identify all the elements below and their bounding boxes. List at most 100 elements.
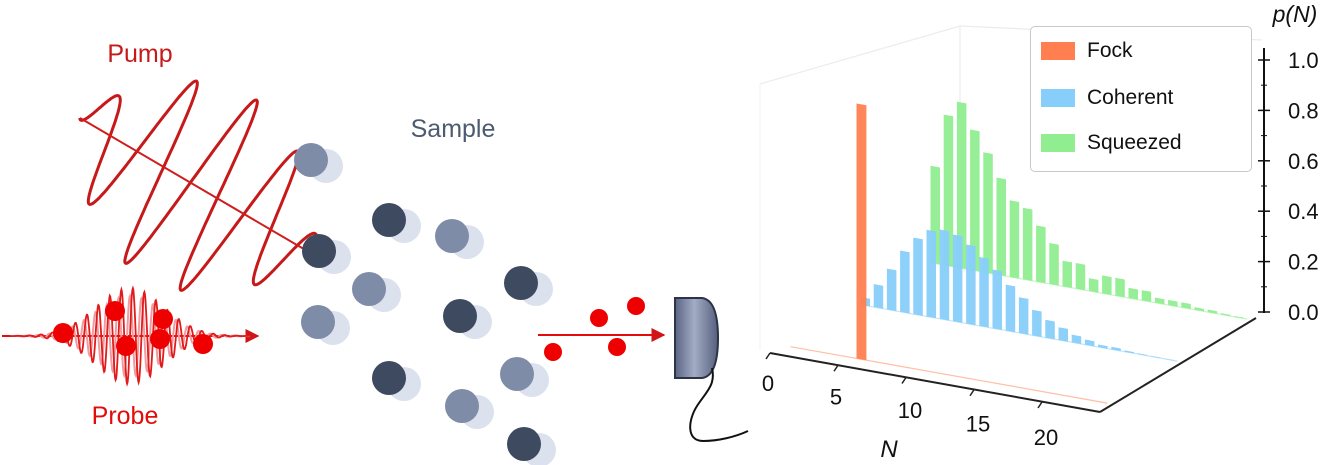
legend-swatch-squeezed: [1041, 134, 1075, 152]
x-tick-label: 20: [1034, 425, 1058, 450]
photon: [53, 323, 73, 343]
photon: [544, 343, 562, 361]
legend-swatch-coherent: [1041, 89, 1075, 107]
bar-coherent: [1124, 350, 1135, 354]
bar-squeezed: [996, 177, 1007, 277]
probe-group: Probe: [2, 285, 260, 430]
photon: [590, 309, 608, 327]
atom: [372, 361, 406, 395]
bar-squeezed: [1049, 243, 1059, 286]
x-axis-ticks: 0 5 10 15 20: [762, 352, 1058, 450]
x-tick: [901, 377, 907, 384]
bar-squeezed: [1141, 290, 1152, 302]
detector-cable: [689, 367, 749, 443]
probe-label: Probe: [92, 402, 159, 430]
photon: [153, 309, 173, 329]
bar-squeezed: [1128, 287, 1139, 300]
atom: [500, 357, 534, 391]
series-baseline: [790, 346, 1108, 404]
pump-wave: [78, 79, 327, 292]
y-tick-label: 0.8: [1288, 98, 1319, 123]
bar-coherent: [886, 268, 897, 312]
bar-squeezed: [1154, 297, 1165, 305]
bar-coherent: [900, 250, 910, 314]
bar-squeezed: [1062, 260, 1073, 288]
bar-coherent: [1071, 334, 1082, 344]
bar-coherent: [1005, 284, 1016, 333]
bar-coherent: [992, 269, 1003, 330]
y-tick-label: 0.2: [1288, 250, 1319, 275]
pump-group: Pump: [78, 40, 328, 292]
probe-photons: [53, 301, 213, 356]
x-tick: [1037, 401, 1043, 409]
chart-floor-axes: [769, 317, 1257, 413]
pump-arrow: [79, 117, 328, 263]
legend-item-coherent: Coherent: [1041, 84, 1173, 112]
atom: [435, 219, 469, 253]
bar-squeezed: [1022, 207, 1033, 281]
atom: [352, 272, 386, 306]
photon: [116, 336, 136, 356]
bar-squeezed: [943, 114, 954, 267]
y-tick-label: 1.0: [1288, 48, 1319, 73]
y-tick-label: 0.4: [1288, 199, 1319, 224]
y-axis: 0.0 0.2 0.4 0.6 0.8 1.0: [1258, 48, 1319, 325]
bar-coherent: [1084, 339, 1095, 347]
probe-wave: [9, 285, 251, 387]
bar-squeezed: [1102, 275, 1112, 295]
bar-coherent: [1098, 344, 1108, 349]
bar-coherent: [939, 229, 950, 321]
photon: [627, 297, 645, 315]
x-tick-label: 5: [830, 385, 842, 410]
bar-coherent: [1045, 319, 1055, 340]
bar-coherent: [1032, 309, 1042, 337]
detector-body: [674, 297, 720, 379]
photon: [608, 338, 626, 356]
y-tick-label: 0.0: [1288, 300, 1319, 325]
bar-squeezed: [1168, 299, 1178, 307]
x-tick-label: 15: [966, 412, 990, 437]
detector-group: [538, 297, 749, 443]
legend-label: Fock: [1087, 39, 1133, 62]
photon: [150, 329, 170, 349]
bar-coherent: [913, 237, 923, 316]
bar-squeezed: [1194, 307, 1205, 312]
x-tick-label: 0: [762, 371, 774, 396]
photon: [105, 301, 125, 321]
bar-coherent: [1018, 297, 1029, 335]
bar-squeezed: [1036, 225, 1046, 284]
bar-coherent: [926, 229, 937, 319]
atom: [372, 203, 406, 237]
bar-squeezed: [983, 152, 993, 274]
y-tick-label: 0.6: [1288, 149, 1319, 174]
legend-item-squeezed: Squeezed: [1041, 129, 1182, 157]
bar-squeezed: [956, 101, 967, 270]
atom: [445, 389, 479, 423]
x-tick: [833, 364, 839, 372]
bar-squeezed: [1009, 200, 1020, 279]
bar-coherent: [1111, 346, 1121, 352]
x-tick-label: 10: [898, 398, 922, 423]
bar-coherent: [979, 257, 989, 328]
chart-legend: Fock Coherent Squeezed: [1030, 26, 1252, 172]
bar-squeezed: [1234, 315, 1244, 319]
bar-coherent: [966, 244, 976, 326]
legend-item-fock: Fock: [1041, 37, 1133, 65]
bar-squeezed: [1181, 302, 1191, 310]
bar-coherent: [1058, 327, 1069, 342]
legend-label: Coherent: [1087, 86, 1174, 109]
atom: [302, 234, 336, 268]
bar-squeezed: [1075, 263, 1086, 291]
x-tick: [969, 389, 975, 397]
bar-squeezed: [1207, 309, 1218, 314]
atom: [301, 305, 335, 339]
sample-atoms: [294, 143, 556, 465]
atom: [294, 143, 328, 177]
bar-squeezed: [970, 129, 980, 272]
bar-coherent: [1137, 353, 1148, 356]
series-baseline: [930, 262, 1248, 320]
chart-bars: [856, 101, 1244, 361]
sample-label: Sample: [411, 115, 496, 143]
